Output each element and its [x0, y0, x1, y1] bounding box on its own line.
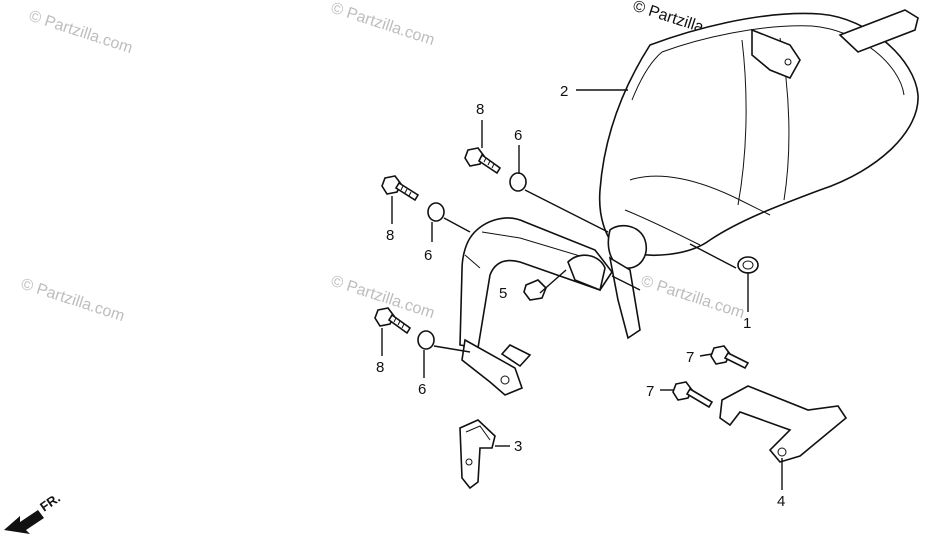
nut: [523, 279, 547, 301]
watermark-2: © Partzilla.com: [329, 0, 437, 49]
callout-6-upper: 6: [514, 127, 522, 144]
callout-8-middle: 8: [386, 227, 394, 244]
collar-middle: [427, 202, 445, 222]
exhaust-pipe: [459, 217, 613, 396]
muffler: [598, 9, 919, 340]
bolt-7-upper: [710, 345, 750, 370]
callout-labels: 2 1 5 3 4 8 6 8 6 8 6 7 7: [376, 83, 785, 510]
collar-lower: [417, 330, 435, 350]
arrow-front-icon: [4, 510, 44, 534]
callout-6-lower: 6: [418, 381, 426, 398]
front-direction-indicator: FR.: [4, 490, 63, 534]
watermark-3: © Partzilla.com: [19, 276, 127, 325]
callout-7-upper: 7: [686, 349, 694, 366]
callout-3: 3: [514, 438, 522, 455]
callout-8-lower: 8: [376, 359, 384, 376]
collar-upper: [509, 172, 527, 192]
callout-8-upper: 8: [476, 101, 484, 118]
callout-7-lower: 7: [646, 383, 654, 400]
callout-1: 1: [743, 315, 751, 332]
bolt-lower: [374, 307, 412, 335]
callout-4: 4: [777, 493, 785, 510]
bracket-small: [459, 419, 496, 490]
bolt-upper: [464, 147, 502, 175]
watermark-5: © Partzilla.com: [639, 273, 747, 322]
callout-2: 2: [560, 83, 568, 100]
front-label: FR.: [37, 490, 63, 514]
bolt-7-lower: [672, 381, 714, 409]
watermark-1: © Partzilla.com: [27, 8, 135, 57]
leader-lines: [381, 89, 783, 490]
bolt-middle: [381, 175, 420, 202]
callout-6-middle: 6: [424, 247, 432, 264]
gasket: [737, 256, 759, 274]
callout-5: 5: [499, 285, 507, 302]
stay-bracket: [719, 385, 848, 463]
